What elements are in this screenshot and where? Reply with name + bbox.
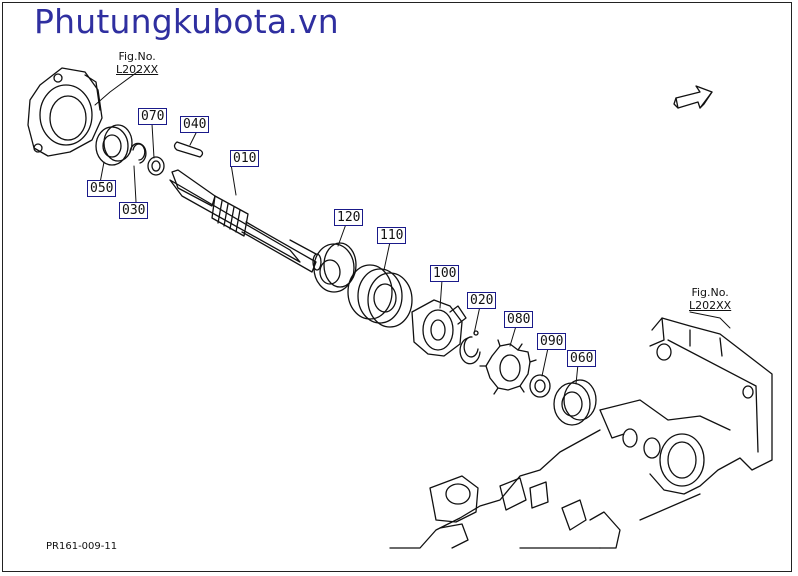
part-tag-070[interactable]: 070 [138,108,168,125]
part-tag-120[interactable]: 120 [334,209,364,226]
part-tag-060[interactable]: 060 [567,350,597,367]
clutch-100 [411,299,467,357]
figure-reference-label: Fig.No. [691,286,729,299]
part-tag-080[interactable]: 080 [504,311,534,328]
diagram-code: PR161-009-11 [46,541,118,552]
flange-housing [27,67,103,157]
bearing-060 [553,379,597,426]
spring-110 [347,264,413,328]
site-watermark: Phutungkubota.vn [34,2,339,41]
part-tag-040[interactable]: 040 [180,116,210,133]
part-tag-110[interactable]: 110 [377,227,407,244]
figure-reference-label: Fig.No. [118,50,156,63]
key-040 [173,141,204,158]
transmission-case [389,317,773,549]
washer-090 [529,374,551,398]
arrow-icon [673,85,713,109]
part-tag-090[interactable]: 090 [537,333,567,350]
shaft-010 [169,169,322,273]
figure-reference-code: L202XX [689,299,732,312]
figure-reference-top: Fig.No. L202XX [116,50,158,76]
part-tag-020[interactable]: 020 [467,292,497,309]
figure-reference-code: L202XX [116,63,159,76]
thrust-washer-120 [313,242,357,293]
leader-lines [94,69,731,385]
bearing-050 [95,124,133,166]
sprocket-080 [479,339,537,395]
part-tag-030[interactable]: 030 [119,202,149,219]
part-tag-010[interactable]: 010 [230,150,260,167]
figure-reference-right: Fig.No. L202XX [689,286,731,312]
diagram-frame [2,2,792,572]
washer-070 [147,156,165,176]
part-tag-100[interactable]: 100 [430,265,460,282]
snap-ring-030 [129,142,147,164]
part-tag-050[interactable]: 050 [87,180,117,197]
circlip-020 [459,330,481,365]
